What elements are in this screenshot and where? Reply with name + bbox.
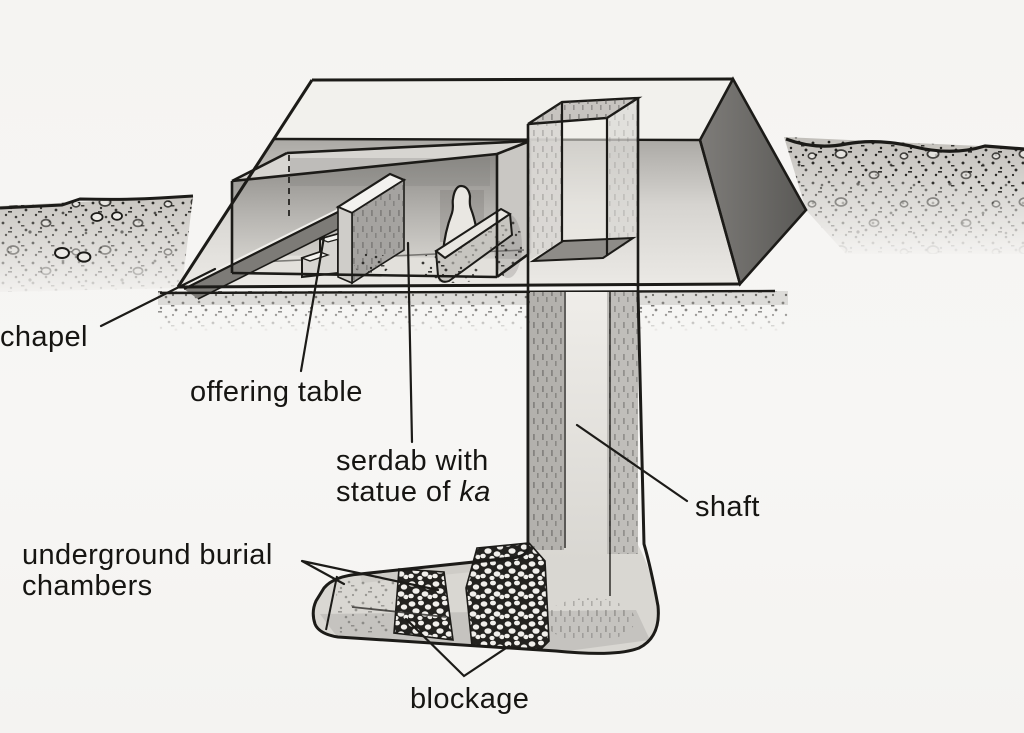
chapel-slab-wall [335, 172, 407, 285]
ground-right [784, 137, 1024, 254]
label-offering-table: offering table [190, 376, 363, 408]
ground-left [0, 194, 194, 292]
leader-offering-table [299, 235, 326, 373]
leader-blockage [404, 617, 511, 678]
ground-below-base [158, 291, 788, 331]
label-serdab-line1: serdab with [336, 445, 489, 477]
label-underground-chambers: underground burial chambers [22, 539, 273, 602]
shaft-upper [527, 96, 643, 263]
label-chapel: chapel [0, 321, 88, 353]
leader-chambers [300, 559, 440, 592]
label-shaft: shaft [695, 491, 760, 523]
blockage-rubble-2 [465, 542, 550, 651]
blockage-rubble-1 [393, 568, 454, 641]
label-serdab-line2: statue of ka [336, 476, 491, 508]
chapel-ceiling [232, 141, 530, 181]
label-serdab: serdab with statue of ka [336, 446, 491, 508]
leader-lines [99, 235, 689, 678]
mastaba-top-face [273, 79, 733, 140]
chapel-room [183, 139, 532, 300]
serdab-wall [434, 207, 513, 283]
underground-chamber [311, 98, 660, 655]
label-blockage: blockage [410, 683, 530, 715]
leader-serdab [406, 241, 414, 444]
leader-chapel [99, 267, 217, 328]
leader-shaft [575, 423, 689, 503]
